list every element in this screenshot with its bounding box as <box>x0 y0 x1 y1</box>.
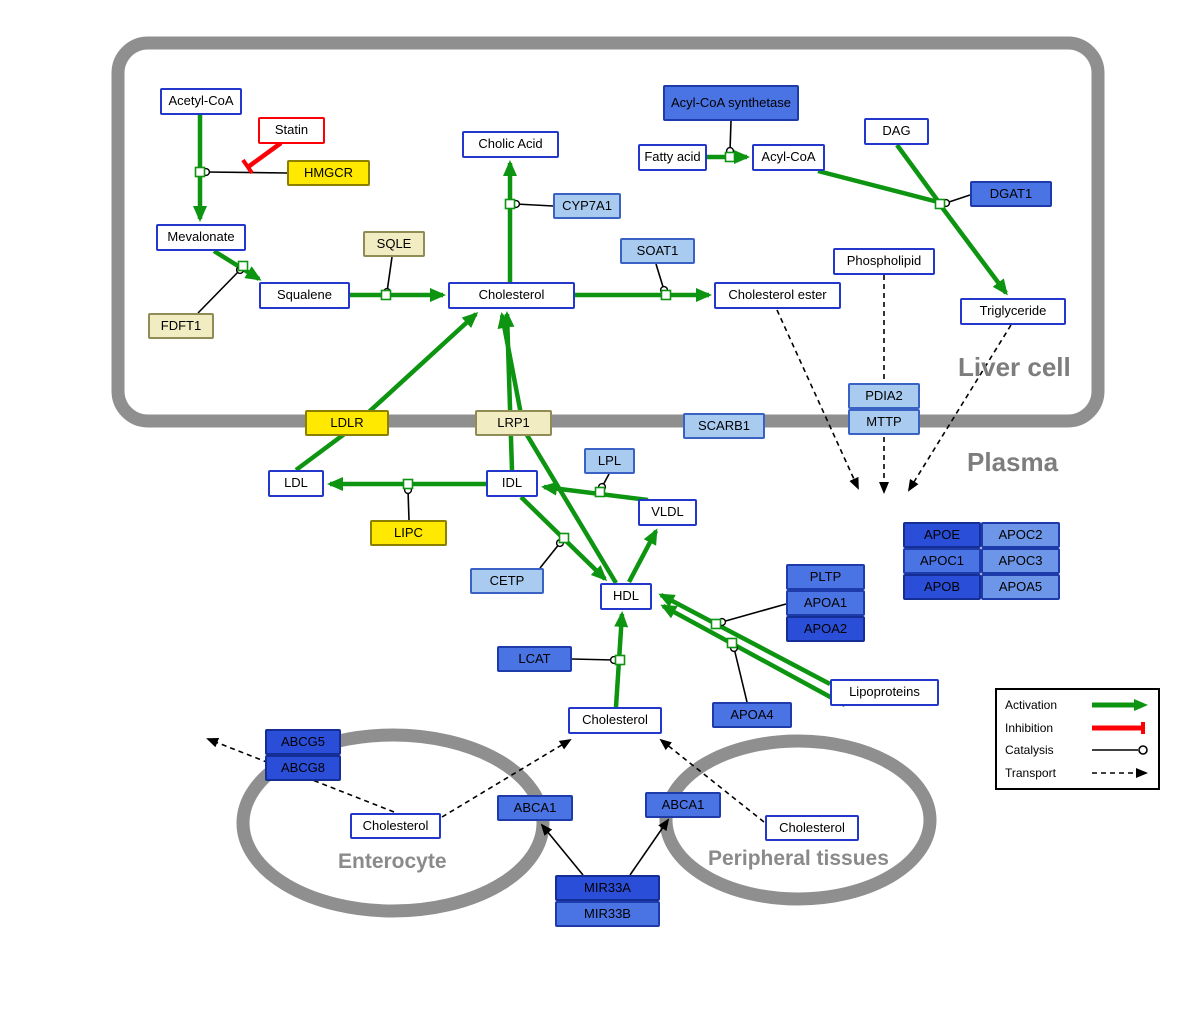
node-mir33a[interactable]: MIR33A <box>555 875 660 901</box>
node-triglyceride[interactable]: Triglyceride <box>960 298 1066 325</box>
node-lipoproteins[interactable]: Lipoproteins <box>830 679 939 706</box>
node-acyl-coa[interactable]: Acyl-CoA <box>752 144 825 171</box>
legend-activation-label: Activation <box>1005 698 1058 713</box>
node-squalene[interactable]: Squalene <box>259 282 350 309</box>
node-apoa5[interactable]: APOA5 <box>981 574 1060 600</box>
node-apob[interactable]: APOB <box>903 574 981 600</box>
node-ldlr[interactable]: LDLR <box>305 410 389 436</box>
node-hdl[interactable]: HDL <box>600 583 652 610</box>
activation-edges <box>193 115 1008 708</box>
node-apoc2[interactable]: APOC2 <box>981 522 1060 548</box>
node-abca1-right[interactable]: ABCA1 <box>645 792 721 818</box>
node-soat1[interactable]: SOAT1 <box>620 238 695 264</box>
node-lrp1[interactable]: LRP1 <box>475 410 552 436</box>
catalysis-circle-icon <box>1092 745 1148 756</box>
node-cholesterol-ester[interactable]: Cholesterol ester <box>714 282 841 309</box>
reaction-nodes <box>194 151 946 666</box>
inhibition-tbar-icon <box>1092 721 1145 734</box>
node-pltp[interactable]: PLTP <box>786 564 865 590</box>
legend-transport-label: Transport <box>1005 765 1056 780</box>
activation-arrow-icon <box>1092 699 1148 712</box>
catalysis-edges <box>197 120 971 876</box>
node-hmgcr[interactable]: HMGCR <box>287 160 370 186</box>
node-fatty-acid[interactable]: Fatty acid <box>638 144 707 171</box>
node-statin[interactable]: Statin <box>258 117 325 144</box>
legend-row-activation: Activation <box>1005 697 1150 713</box>
legend: Activation Inhibition Catalysis Transpor… <box>995 688 1160 790</box>
node-phospholipid[interactable]: Phospholipid <box>833 248 935 275</box>
legend-catalysis-label: Catalysis <box>1005 743 1054 758</box>
node-lcat[interactable]: LCAT <box>497 646 572 672</box>
legend-row-inhibition: Inhibition <box>1005 720 1150 736</box>
plasma-label: Plasma <box>967 447 1059 477</box>
node-dgat1[interactable]: DGAT1 <box>970 181 1052 207</box>
liver-cell-membrane <box>111 36 1105 428</box>
node-cetp[interactable]: CETP <box>470 568 544 594</box>
node-vldl[interactable]: VLDL <box>638 499 697 526</box>
node-ldl[interactable]: LDL <box>268 470 324 497</box>
legend-row-transport: Transport <box>1005 765 1150 781</box>
node-apoe[interactable]: APOE <box>903 522 981 548</box>
node-idl[interactable]: IDL <box>486 470 538 497</box>
legend-inhibition-label: Inhibition <box>1005 720 1054 735</box>
node-sqle[interactable]: SQLE <box>363 231 425 257</box>
node-abca1-left[interactable]: ABCA1 <box>497 795 573 821</box>
node-dag[interactable]: DAG <box>864 118 929 145</box>
enterocyte-label: Enterocyte <box>338 850 447 873</box>
node-scarb1[interactable]: SCARB1 <box>683 413 765 439</box>
node-abcg8[interactable]: ABCG8 <box>265 755 341 781</box>
node-acetyl-coa[interactable]: Acetyl-CoA <box>160 88 242 115</box>
node-abcg5[interactable]: ABCG5 <box>265 729 341 755</box>
transport-arrow-icon <box>1092 767 1148 778</box>
inhibition-edge <box>241 141 283 175</box>
node-lpl[interactable]: LPL <box>584 448 635 474</box>
node-cholesterol-plasma[interactable]: Cholesterol <box>568 707 662 734</box>
node-cholesterol-liver[interactable]: Cholesterol <box>448 282 575 309</box>
node-apoa1[interactable]: APOA1 <box>786 590 865 616</box>
node-apoc3[interactable]: APOC3 <box>981 548 1060 574</box>
node-lipc[interactable]: LIPC <box>370 520 447 546</box>
node-fdft1[interactable]: FDFT1 <box>148 313 214 339</box>
node-apoa4[interactable]: APOA4 <box>712 702 792 728</box>
node-cyp7a1[interactable]: CYP7A1 <box>553 193 621 219</box>
node-mttp[interactable]: MTTP <box>848 409 920 435</box>
node-mir33b[interactable]: MIR33B <box>555 901 660 927</box>
node-pdia2[interactable]: PDIA2 <box>848 383 920 409</box>
node-apoc1[interactable]: APOC1 <box>903 548 981 574</box>
legend-row-catalysis: Catalysis <box>1005 742 1150 758</box>
liver-cell-label: Liver cell <box>958 352 1071 382</box>
node-cholic-acid[interactable]: Cholic Acid <box>462 131 559 158</box>
node-acyl-coa-synthetase[interactable]: Acyl-CoA synthetase <box>663 85 799 121</box>
node-cholesterol-peripheral[interactable]: Cholesterol <box>765 815 859 841</box>
enterocyte-membrane <box>236 728 550 918</box>
node-apoa2[interactable]: APOA2 <box>786 616 865 642</box>
node-mevalonate[interactable]: Mevalonate <box>156 224 246 251</box>
peripheral-tissues-label: Peripheral tissues <box>708 847 889 870</box>
node-cholesterol-enterocyte[interactable]: Cholesterol <box>350 813 441 839</box>
